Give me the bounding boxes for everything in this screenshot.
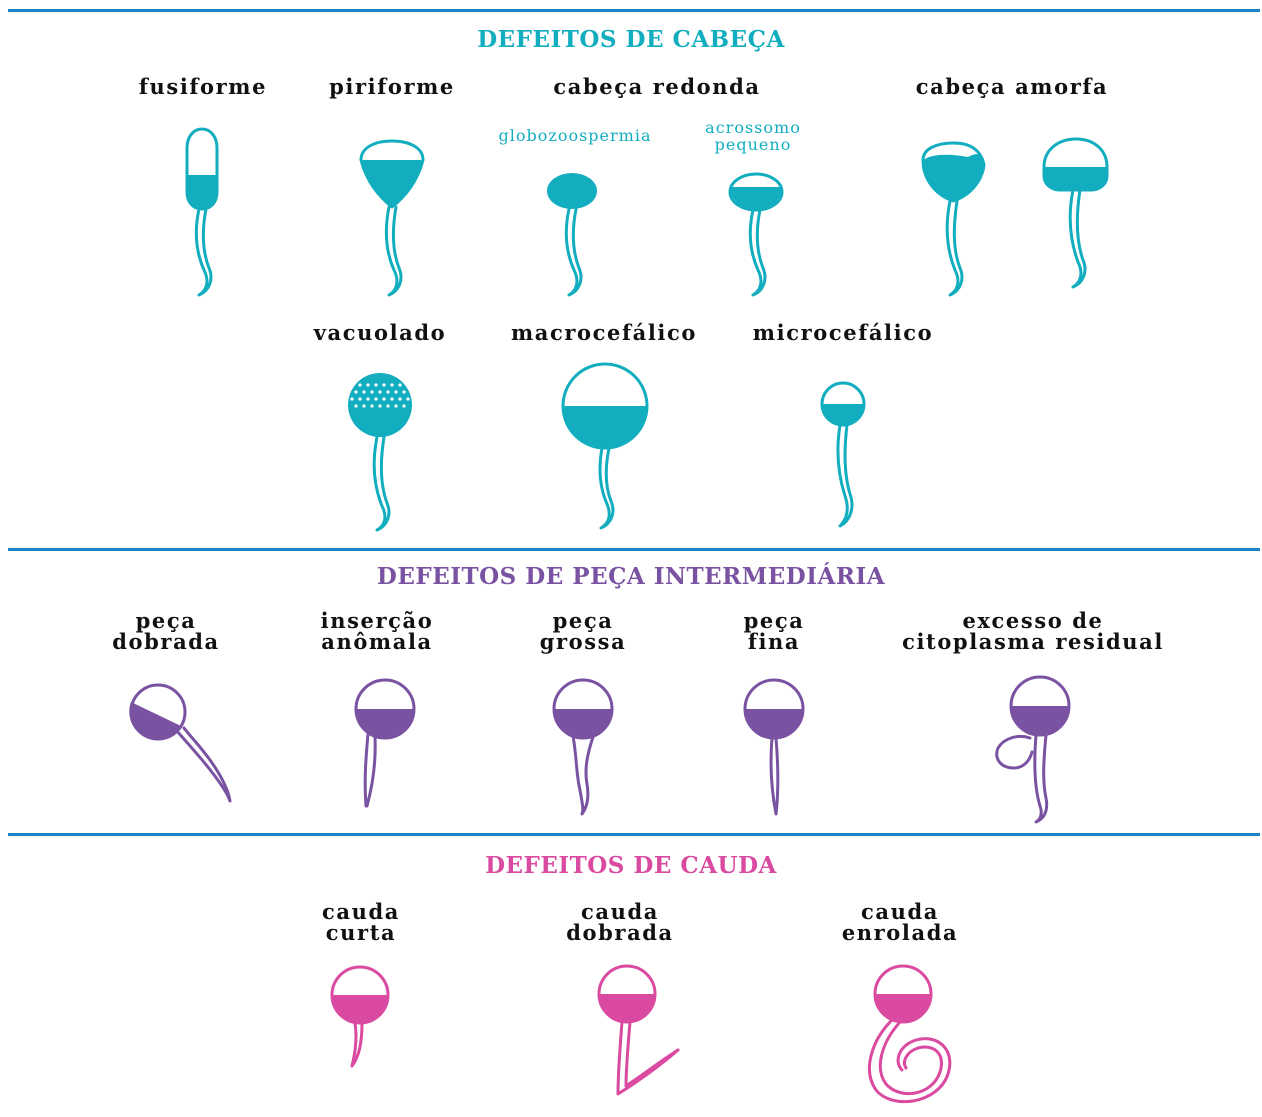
sperm-microcefalico — [822, 383, 864, 526]
sperm-fusiforme — [187, 129, 217, 295]
sperm-amorfa-1 — [923, 143, 984, 295]
sperm-vacuolado — [348, 373, 412, 530]
sperm-excesso-citoplasma — [997, 677, 1069, 822]
sperm-piriforme — [361, 141, 423, 295]
sperm-amorfa-2 — [1044, 139, 1107, 287]
sperm-cauda-curta — [332, 967, 388, 1066]
sperm-cauda-enrolada — [869, 966, 949, 1102]
sperm-cauda-dobrada — [599, 966, 678, 1094]
sperm-peca-grossa — [554, 680, 612, 814]
sperm-macrocefalico — [563, 364, 647, 528]
sperm-peca-dobrada — [129, 685, 230, 801]
sperm-globozoospermia — [547, 173, 597, 295]
sperm-peca-fina — [745, 680, 803, 814]
sperm-acrossomo-pequeno — [730, 174, 782, 295]
sperm-insercao-anomala — [356, 680, 414, 806]
